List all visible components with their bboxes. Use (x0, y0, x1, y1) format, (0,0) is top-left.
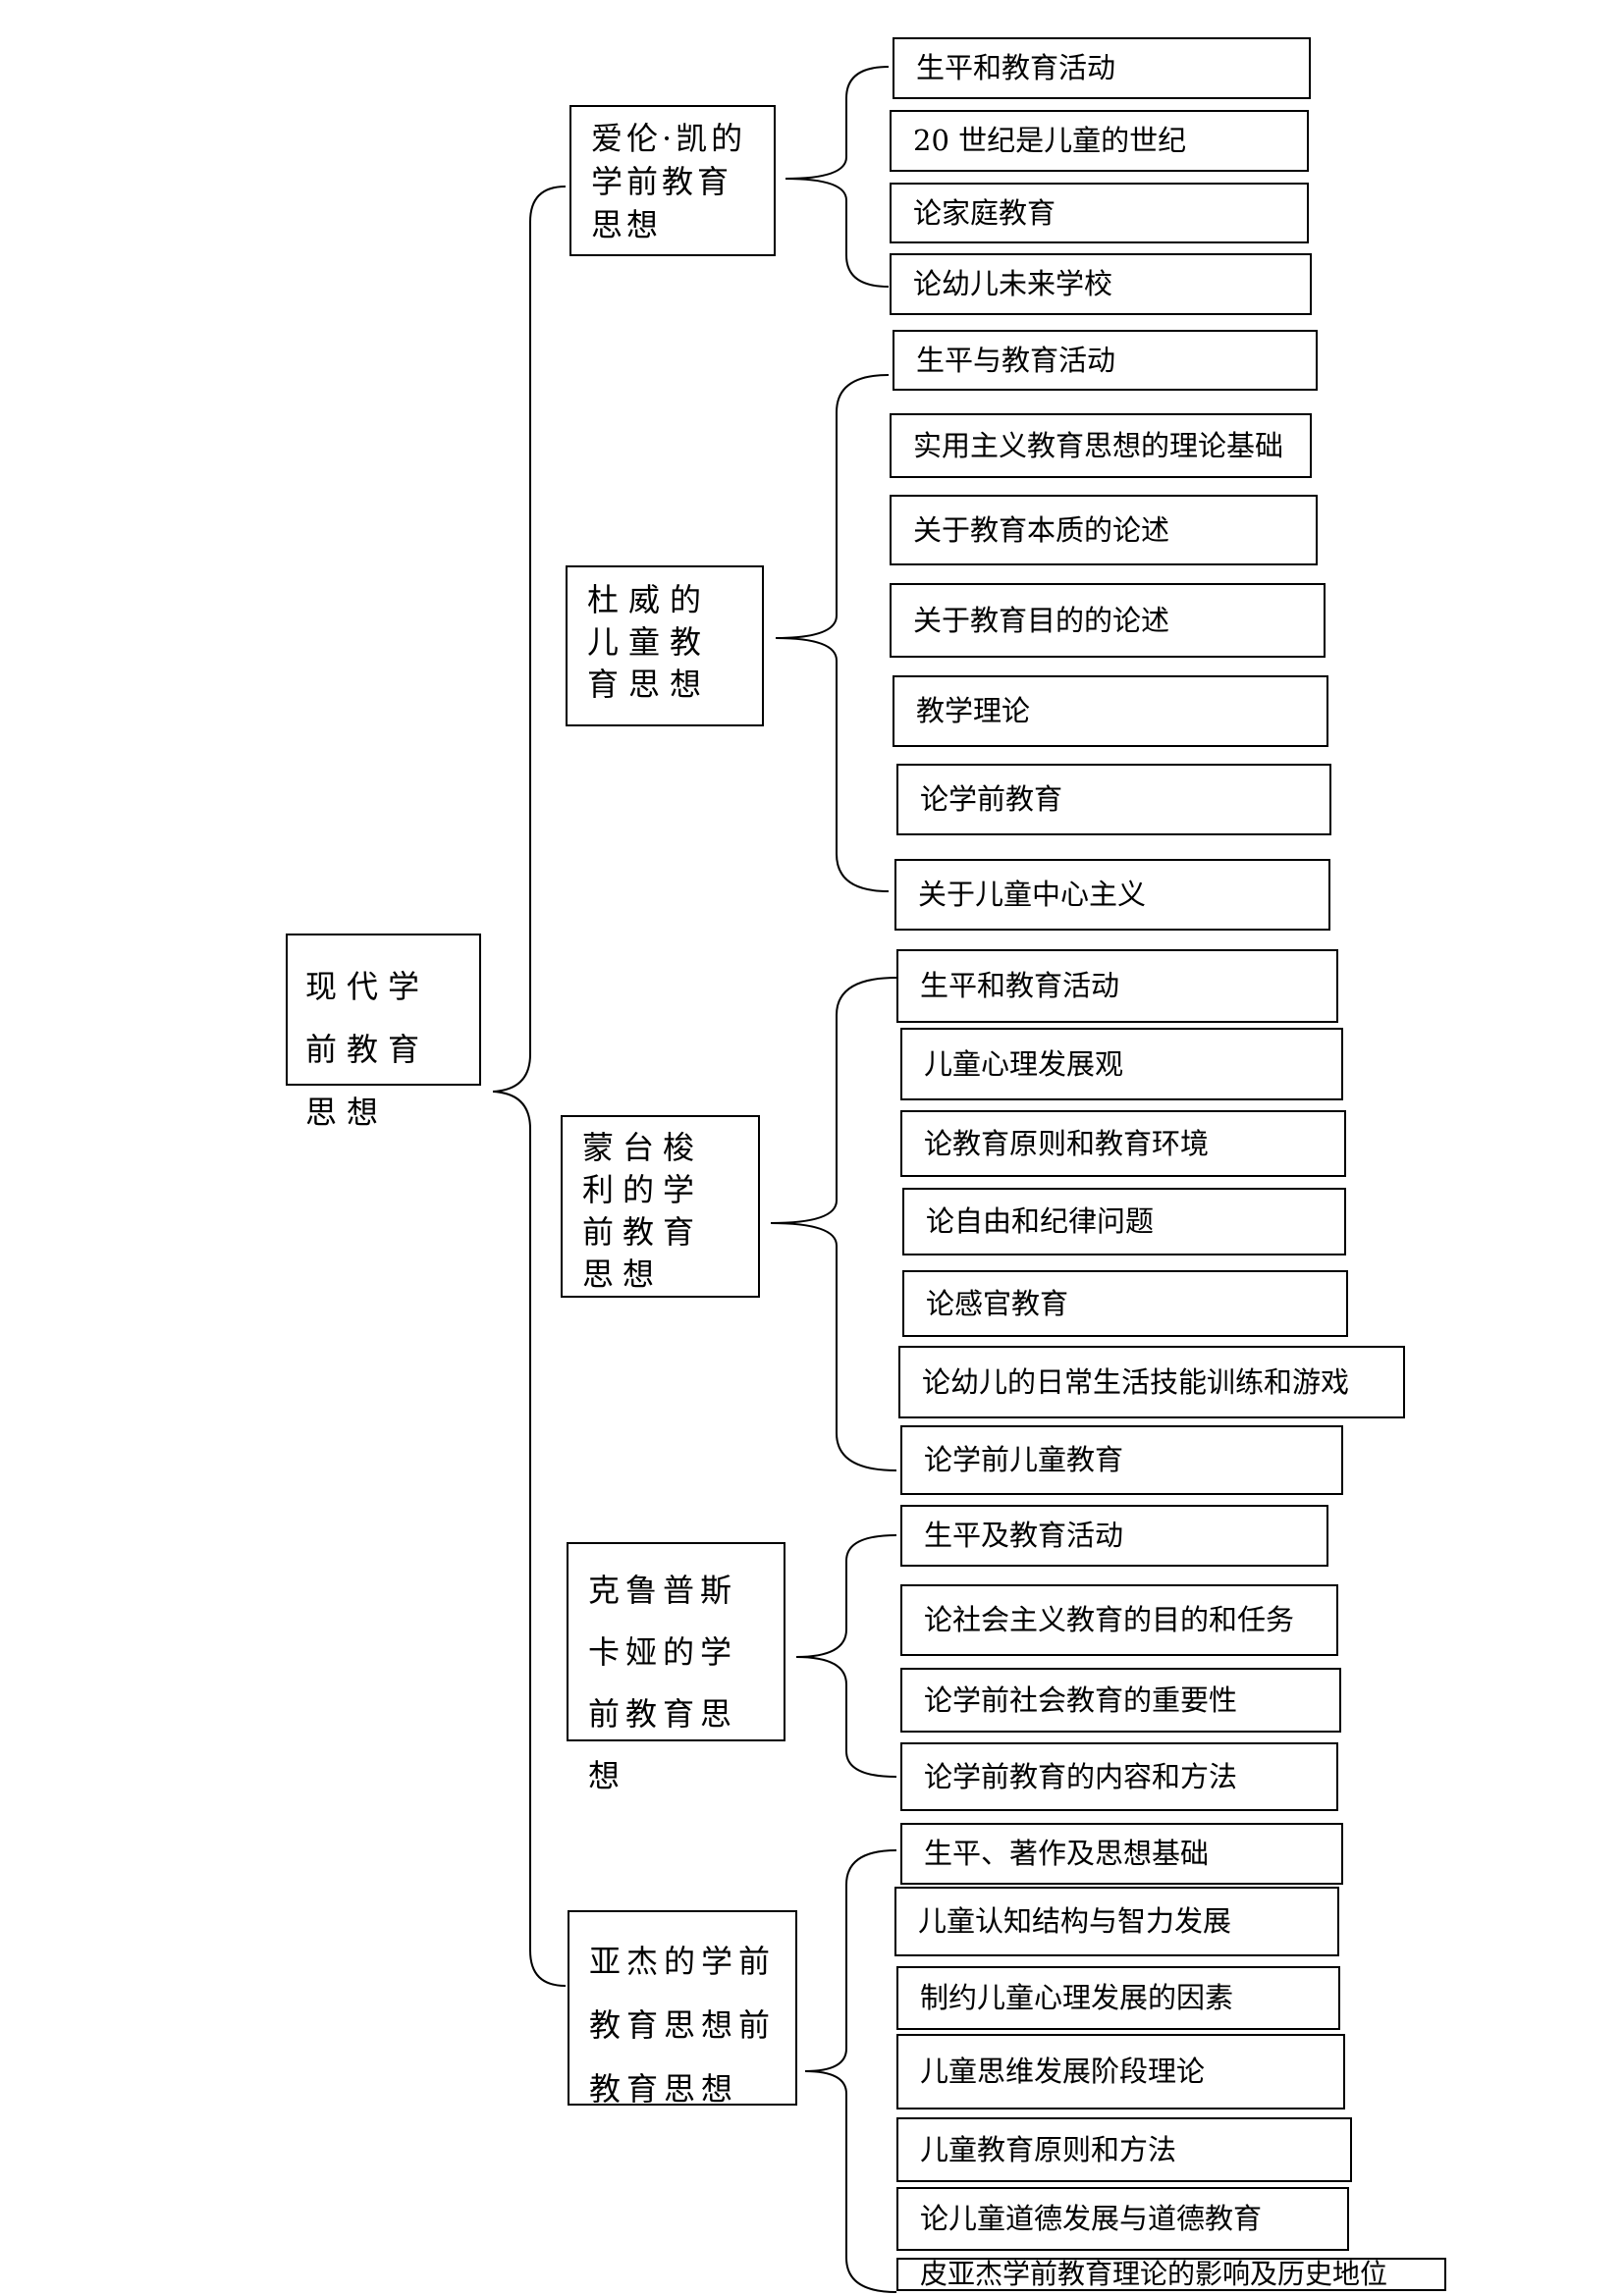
root-node: 现代学前教育思想 (286, 934, 481, 1131)
branch-brace-2 (770, 977, 897, 1471)
leaf-item: 教学理论 (893, 675, 1328, 747)
leaf-item: 论社会主义教育的目的和任务 (900, 1584, 1338, 1656)
leaf-item: 20 世纪是儿童的世纪 (890, 110, 1309, 172)
leaf-item: 生平及教育活动 (900, 1505, 1328, 1567)
branch-node-montessori: 蒙台梭利的学前教育思想 (561, 1115, 760, 1298)
leaf-item: 论教育原则和教育环境 (900, 1110, 1346, 1177)
leaf-item: 皮亚杰学前教育理论的影响及历史地位 (896, 2258, 1446, 2291)
branch-brace-4 (804, 1849, 897, 2293)
branch-brace-1 (775, 374, 890, 892)
leaf-item: 实用主义教育思想的理论基础 (890, 413, 1312, 478)
leaf-item: 儿童思维发展阶段理论 (896, 2034, 1345, 2109)
leaf-item: 关于儿童中心主义 (894, 859, 1330, 931)
leaf-item: 论学前社会教育的重要性 (900, 1668, 1341, 1733)
branch-brace-0 (785, 66, 890, 288)
leaf-item: 制约儿童心理发展的因素 (896, 1966, 1340, 2030)
leaf-item: 儿童心理发展观 (900, 1028, 1343, 1100)
leaf-item: 论儿童道德发展与道德教育 (896, 2187, 1349, 2251)
leaf-item: 论学前教育 (896, 764, 1331, 835)
root-brace (492, 186, 567, 1987)
leaf-item: 生平、著作及思想基础 (900, 1823, 1343, 1885)
leaf-item: 论感官教育 (902, 1270, 1348, 1337)
leaf-item: 论幼儿未来学校 (890, 253, 1312, 315)
leaf-item: 论学前教育的内容和方法 (900, 1742, 1338, 1811)
branch-node-dewey: 杜威的儿童教育思想 (566, 565, 764, 726)
leaf-item: 关于教育本质的论述 (890, 495, 1318, 565)
leaf-item: 生平与教育活动 (893, 330, 1318, 391)
leaf-item: 关于教育目的的论述 (890, 583, 1326, 658)
leaf-item: 儿童教育原则和方法 (896, 2117, 1352, 2182)
branch-node-krupskaya: 克鲁普斯卡娅的学前教育思想 (567, 1542, 785, 1794)
branch-node-piaget: 亚杰的学前教育思想前教育思想 (568, 1910, 797, 2108)
branch-node-ellen-key: 爱伦·凯的学前教育思想 (569, 105, 776, 256)
leaf-item: 论学前儿童教育 (900, 1425, 1343, 1495)
leaf-item: 论幼儿的日常生活技能训练和游戏 (898, 1346, 1405, 1418)
leaf-item: 论家庭教育 (890, 183, 1309, 243)
leaf-item: 儿童认知结构与智力发展 (894, 1887, 1339, 1956)
branch-brace-3 (795, 1534, 897, 1778)
leaf-item: 生平和教育活动 (893, 37, 1311, 99)
leaf-item: 生平和教育活动 (896, 949, 1338, 1023)
leaf-item: 论自由和纪律问题 (902, 1188, 1346, 1255)
